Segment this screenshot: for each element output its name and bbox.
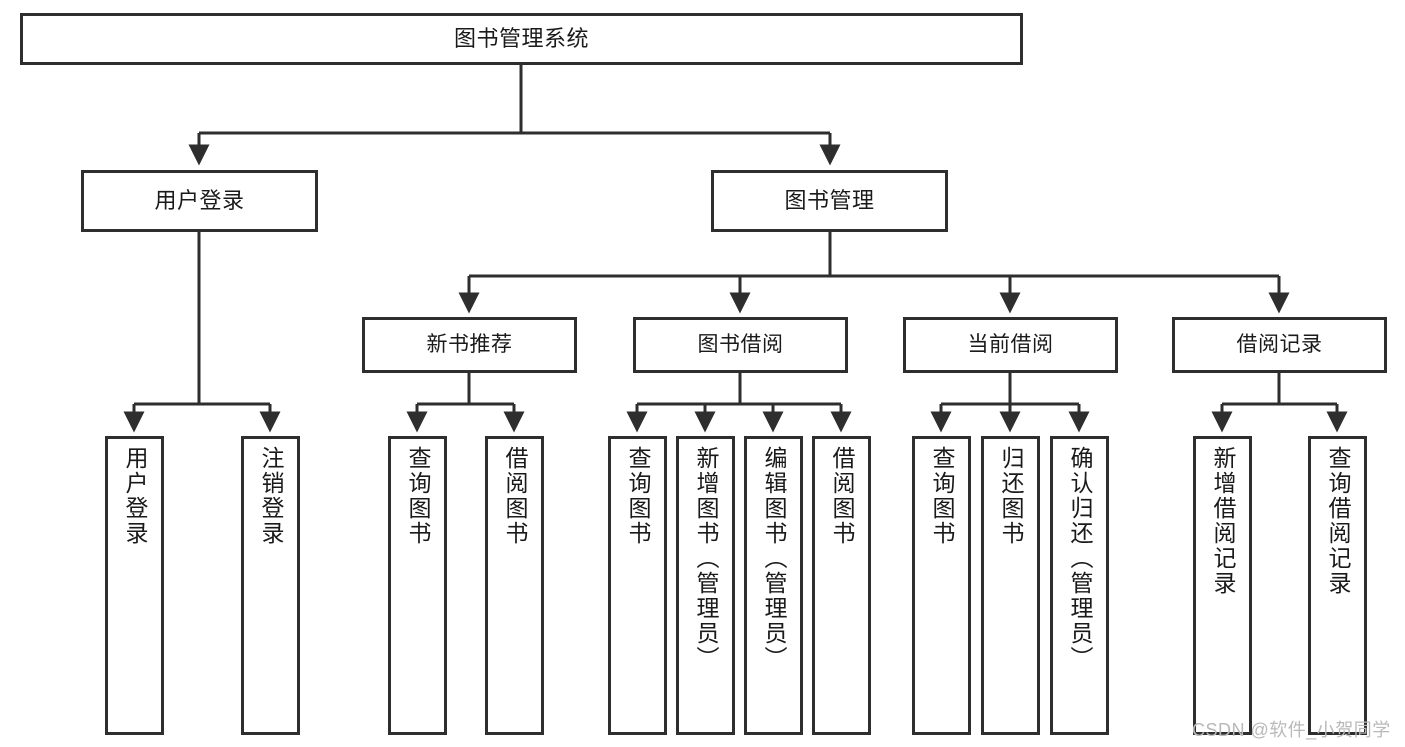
- leaf-borrow-edit-book-admin[interactable]: 编辑图书（管理员）: [744, 436, 803, 735]
- node-label: 用户登录: [122, 446, 148, 546]
- node-label: 图书管理: [784, 188, 875, 214]
- node-label: 当前借阅: [967, 332, 1054, 356]
- leaf-new-book-borrow-books[interactable]: 借阅图书: [485, 436, 544, 735]
- node-label: 借阅记录: [1236, 332, 1323, 356]
- node-label: 新书推荐: [426, 332, 513, 356]
- node-label: 新增图书（管理员）: [693, 446, 719, 671]
- node-label: 编辑图书（管理员）: [761, 446, 787, 671]
- csdn-watermark: CSDN @软件_小贺同学: [1192, 720, 1391, 740]
- node-current-borrowing[interactable]: 当前借阅: [903, 317, 1118, 373]
- node-book-borrowing[interactable]: 图书借阅: [633, 317, 848, 373]
- node-label: 确认归还（管理员）: [1067, 446, 1093, 671]
- node-label: 借阅图书: [829, 446, 855, 546]
- leaf-new-book-query-books[interactable]: 查询图书: [388, 436, 447, 735]
- node-book-management[interactable]: 图书管理: [711, 170, 948, 232]
- leaf-borrow-borrow-books[interactable]: 借阅图书: [812, 436, 871, 735]
- node-root-book-management-system[interactable]: 图书管理系统: [20, 13, 1023, 65]
- leaf-user-login-signout[interactable]: 注销登录: [241, 436, 300, 735]
- node-label: 归还图书: [998, 446, 1024, 546]
- node-user-login[interactable]: 用户登录: [81, 170, 318, 232]
- node-label: 新增借阅记录: [1210, 446, 1236, 596]
- leaf-record-add-borrow-record[interactable]: 新增借阅记录: [1193, 436, 1252, 735]
- node-label: 图书管理系统: [453, 26, 589, 52]
- leaf-borrow-add-book-admin[interactable]: 新增图书（管理员）: [676, 436, 735, 735]
- node-new-book-recommendation[interactable]: 新书推荐: [362, 317, 577, 373]
- leaf-user-login-signin[interactable]: 用户登录: [105, 436, 164, 735]
- leaf-borrow-query-books[interactable]: 查询图书: [608, 436, 667, 735]
- node-label: 查询图书: [929, 446, 955, 546]
- node-label: 借阅图书: [502, 446, 528, 546]
- leaf-record-query-borrow-record[interactable]: 查询借阅记录: [1308, 436, 1367, 735]
- node-label: 查询图书: [405, 446, 431, 546]
- node-borrowing-record[interactable]: 借阅记录: [1172, 317, 1387, 373]
- node-label: 查询图书: [625, 446, 651, 546]
- node-label: 查询借阅记录: [1325, 446, 1351, 596]
- leaf-current-return-books[interactable]: 归还图书: [981, 436, 1040, 735]
- leaf-current-query-books[interactable]: 查询图书: [912, 436, 971, 735]
- node-label: 注销登录: [258, 446, 284, 546]
- node-label: 用户登录: [154, 188, 245, 214]
- node-label: 图书借阅: [697, 332, 784, 356]
- leaf-current-confirm-return-admin[interactable]: 确认归还（管理员）: [1050, 436, 1109, 735]
